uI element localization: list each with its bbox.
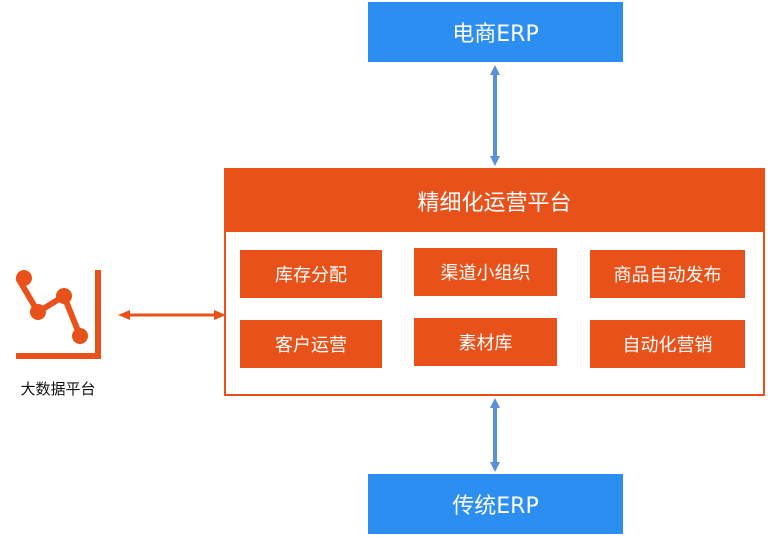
operations-platform: 精细化运营平台 库存分配 渠道小组织 商品自动发布 客户运营 素材库 自动化营销 [224,168,765,396]
ecommerce-erp-box: 电商ERP [368,2,623,62]
module-channel-team: 渠道小组织 [414,248,557,296]
module-automated-marketing: 自动化营销 [590,320,745,368]
module-label: 商品自动发布 [613,265,722,286]
module-label: 库存分配 [275,265,347,286]
traditional-erp-box: 传统ERP [368,474,623,534]
module-label: 渠道小组织 [440,263,531,284]
line-chart-icon [15,270,101,359]
module-label: 素材库 [458,333,513,354]
traditional-erp-label: 传统ERP [452,494,539,519]
module-auto-publish: 商品自动发布 [590,250,745,298]
module-inventory-allocation: 库存分配 [240,250,382,298]
module-label: 客户运营 [275,335,347,356]
platform-header: 精细化运营平台 [226,170,763,232]
module-asset-library: 素材库 [414,318,557,366]
module-customer-operations: 客户运营 [240,320,382,368]
platform-title: 精细化运营平台 [417,191,572,216]
big-data-platform-label: 大数据平台 [20,380,96,398]
module-label: 自动化营销 [622,335,713,356]
ecommerce-erp-label: 电商ERP [452,22,539,47]
